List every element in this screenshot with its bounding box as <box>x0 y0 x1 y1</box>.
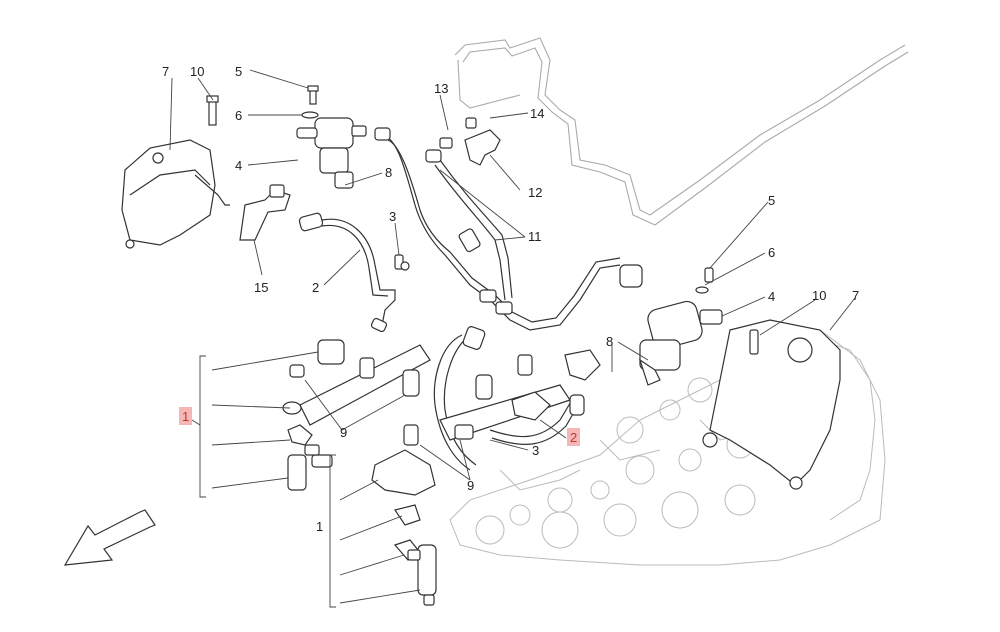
label-10-right: 10 <box>812 288 826 303</box>
screw-left <box>307 85 319 105</box>
arrow-front-icon <box>63 509 156 566</box>
injector-cluster <box>371 424 437 606</box>
label-14: 14 <box>530 106 544 121</box>
label-1-bottom: 1 <box>316 519 323 534</box>
engine-head-background <box>449 37 909 566</box>
bolt-left <box>206 95 219 126</box>
label-15: 15 <box>254 280 268 295</box>
screw-3 <box>394 254 410 271</box>
highlight-box-1 <box>179 407 192 425</box>
label-3-bottom: 3 <box>532 443 539 458</box>
label-4-left: 4 <box>235 158 242 173</box>
label-5-right: 5 <box>768 193 775 208</box>
callout-labels: 7 10 5 6 4 8 3 2 15 13 14 12 11 9 1 9 3 … <box>162 64 859 534</box>
label-9-left: 9 <box>340 425 347 440</box>
fuel-rail-right <box>433 326 601 471</box>
pipe-2-left <box>298 212 396 333</box>
label-6-left: 6 <box>235 108 242 123</box>
fuel-pump-left <box>296 117 367 189</box>
label-8-top: 8 <box>385 165 392 180</box>
label-8-right: 8 <box>606 334 613 349</box>
bracket-group-1-left <box>191 355 206 498</box>
fuel-rail-left <box>282 339 431 491</box>
label-4-right: 4 <box>768 289 775 304</box>
label-9-bottom: 9 <box>467 478 474 493</box>
label-7-right: 7 <box>852 288 859 303</box>
oring-left <box>301 111 319 119</box>
label-11: 11 <box>528 229 542 244</box>
label-13: 13 <box>434 81 448 96</box>
label-5-left: 5 <box>235 64 242 79</box>
leader-lines <box>169 69 856 604</box>
label-1-left: 1 <box>182 409 189 424</box>
pump-cover-right <box>702 319 841 490</box>
bracket-15 <box>239 184 291 241</box>
pump-cover-left <box>121 139 230 249</box>
highlight-box-2 <box>567 428 580 446</box>
label-7-left: 7 <box>162 64 169 79</box>
fuel-pump-right <box>638 267 723 386</box>
label-6-right: 6 <box>768 245 775 260</box>
label-2-left: 2 <box>312 280 319 295</box>
clip-12 <box>439 117 501 166</box>
pipes-11 <box>374 127 643 331</box>
label-3-top: 3 <box>389 209 396 224</box>
label-2-right: 2 <box>570 430 577 445</box>
label-12: 12 <box>528 185 542 200</box>
bracket-group-1-bottom <box>329 454 336 608</box>
label-10-left: 10 <box>190 64 204 79</box>
